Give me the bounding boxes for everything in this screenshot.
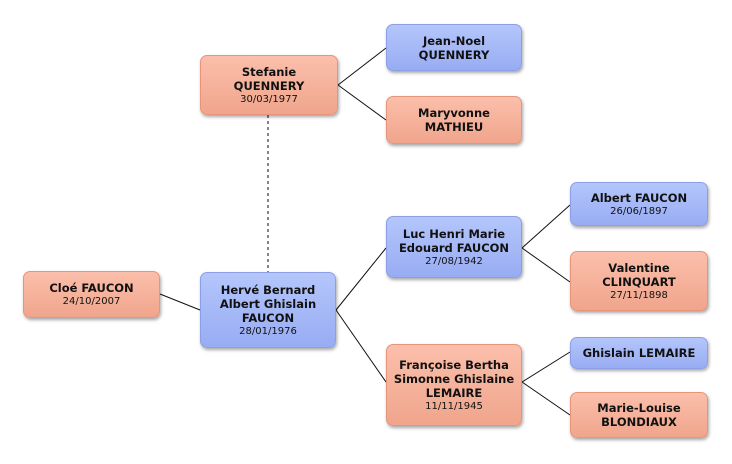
person-node-francoise-lemaire[interactable]: Françoise Bertha Simonne Ghislaine LEMAI… xyxy=(386,344,522,426)
person-name-line1: Stefanie xyxy=(241,64,297,79)
person-name-line2: QUENNERY xyxy=(418,47,490,62)
person-name-line2: BLONDIAUX xyxy=(601,415,677,429)
connector-stefanie-maryvonne xyxy=(337,84,387,121)
person-name-line3: FAUCON xyxy=(241,310,295,325)
person-node-maryvonne-mathieu[interactable]: Maryvonne MATHIEU xyxy=(386,96,522,144)
person-birthdate: 27/08/1942 xyxy=(425,255,483,267)
person-name-line2: MATHIEU xyxy=(424,120,484,134)
person-name-line1: Hervé Bernard xyxy=(220,282,316,297)
person-name-line1: Marie-Louise xyxy=(597,401,681,415)
connector-cloe-herve xyxy=(159,293,201,311)
person-name: Ghislain LEMAIRE xyxy=(582,346,696,360)
person-name-line2: Edouard FAUCON xyxy=(398,240,510,255)
connector-francoise-ghislain xyxy=(521,351,571,383)
person-name-line2: QUENNERY xyxy=(233,78,305,93)
person-name: Cloé FAUCON xyxy=(49,281,134,295)
person-birthdate: 26/06/1897 xyxy=(610,205,668,217)
person-name: Albert FAUCON xyxy=(590,190,688,205)
person-birthdate: 27/11/1898 xyxy=(610,289,668,301)
person-node-ghislain-lemaire[interactable]: Ghislain LEMAIRE xyxy=(570,337,708,369)
person-birthdate: 24/10/2007 xyxy=(62,296,121,307)
person-name-line1: Françoise Bertha xyxy=(399,357,509,372)
connector-stefanie-jeannoel xyxy=(337,47,387,86)
person-birthdate: 30/03/1977 xyxy=(240,93,298,105)
person-name-line2: Simonne Ghislaine xyxy=(393,371,515,386)
connector-luc-albert xyxy=(521,204,571,249)
person-birthdate: 11/11/1945 xyxy=(425,400,483,412)
person-name-line2: CLINQUART xyxy=(602,274,676,289)
connector-francoise-marielouise xyxy=(521,381,571,416)
person-node-cloe-faucon[interactable]: Cloé FAUCON 24/10/2007 xyxy=(23,271,160,318)
person-name-line3: LEMAIRE xyxy=(425,385,483,400)
person-name-line1: Maryvonne xyxy=(418,106,490,120)
person-birthdate: 28/01/1976 xyxy=(239,325,297,337)
connector-luc-valentine xyxy=(521,247,571,283)
person-name-line1: Jean-Noel xyxy=(422,33,486,48)
person-name-line1: Valentine xyxy=(608,260,670,275)
person-node-herve-faucon[interactable]: Hervé Bernard Albert Ghislain FAUCON 28/… xyxy=(200,272,336,348)
person-name-line2: Albert Ghislain xyxy=(219,296,317,311)
person-node-stefanie-quennery[interactable]: Stefanie QUENNERY 30/03/1977 xyxy=(200,55,338,115)
person-node-marie-louise-blondiaux[interactable]: Marie-Louise BLONDIAUX xyxy=(570,392,708,438)
person-node-jean-noel-quennery[interactable]: Jean-Noel QUENNERY xyxy=(386,24,522,71)
connector-herve-francoise xyxy=(335,309,387,383)
person-node-albert-faucon[interactable]: Albert FAUCON 26/06/1897 xyxy=(570,182,708,226)
person-node-luc-faucon[interactable]: Luc Henri Marie Edouard FAUCON 27/08/194… xyxy=(386,216,522,278)
connector-herve-luc xyxy=(335,247,387,311)
person-name-line1: Luc Henri Marie xyxy=(402,226,506,241)
person-node-valentine-clinquart[interactable]: Valentine CLINQUART 27/11/1898 xyxy=(570,251,708,311)
